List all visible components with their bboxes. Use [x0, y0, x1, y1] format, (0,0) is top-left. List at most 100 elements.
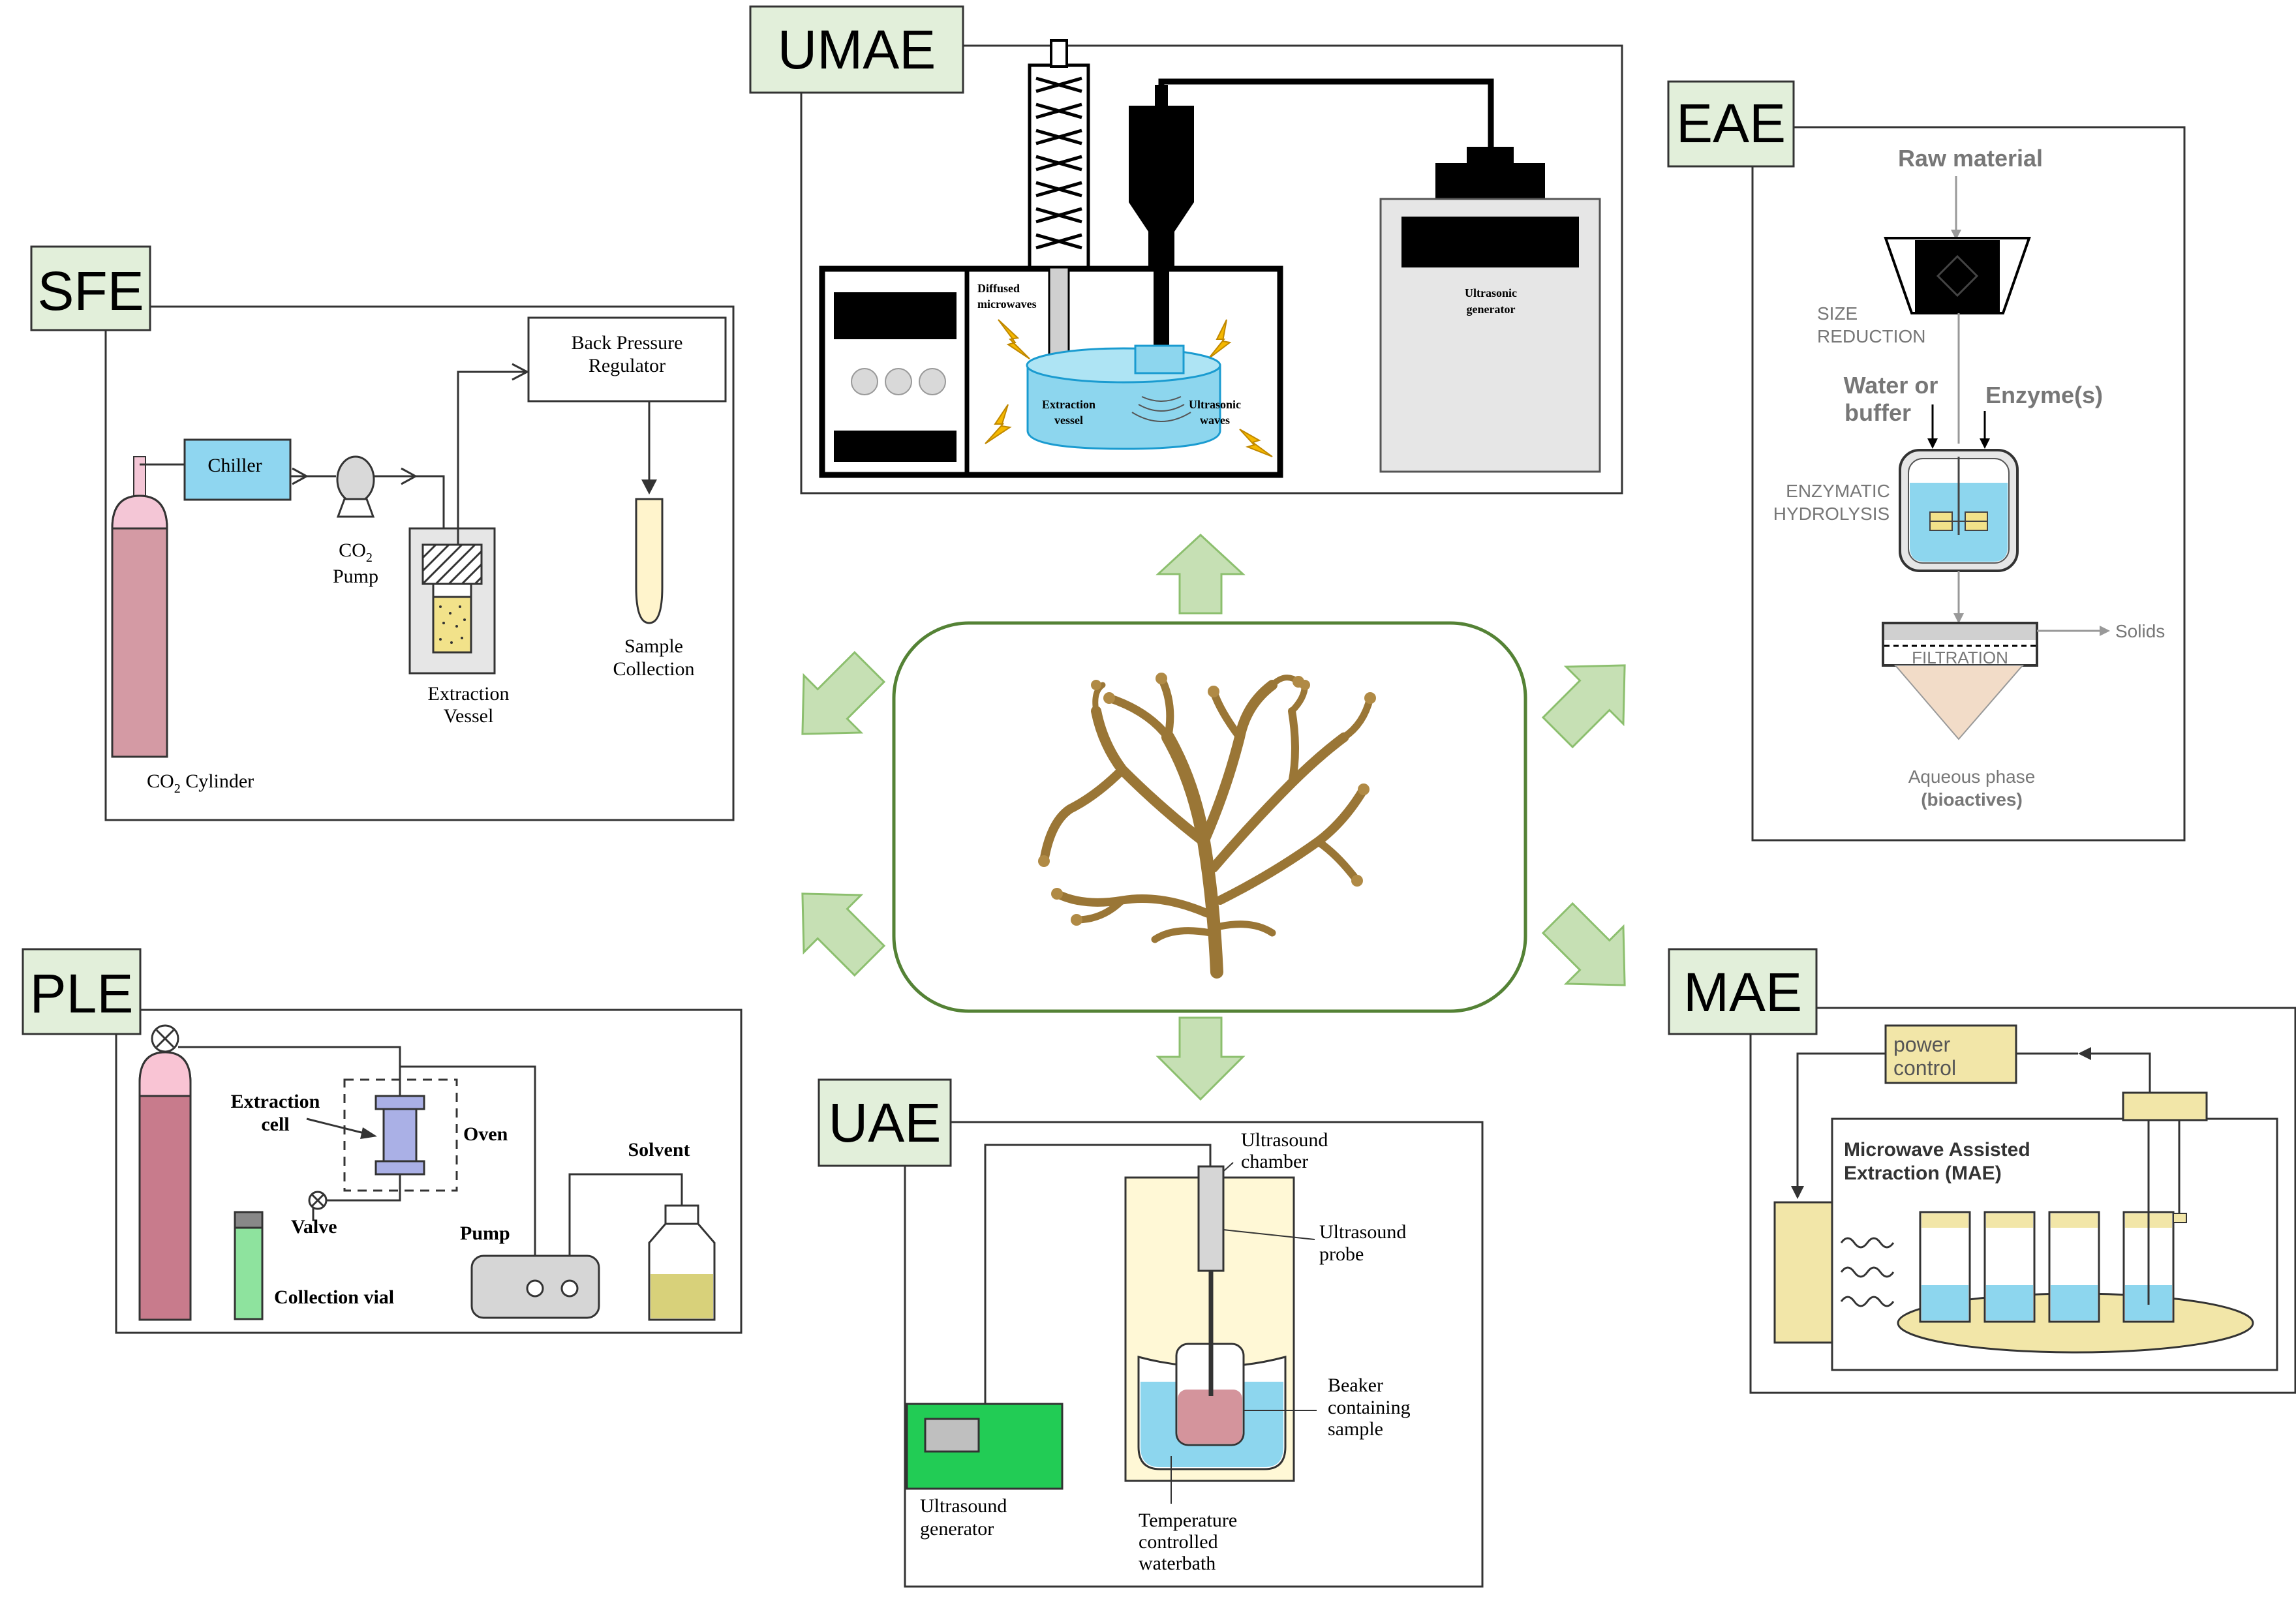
mae-title-label-2: Extraction (MAE) — [1844, 1163, 2002, 1184]
mae-magnetron — [1773, 1201, 1833, 1344]
sfe-co2-cylinder — [111, 494, 168, 758]
umae-waves-label: Ultrasonic — [1189, 398, 1241, 411]
uae-chamber-label-2: chamber — [1241, 1151, 1308, 1172]
eae-enzyme-label: Enzyme(s) — [1985, 382, 2103, 408]
eae-hydrolysis-label-2: HYDROLYSIS — [1773, 504, 1890, 524]
uae-bath-label: Temperature — [1139, 1510, 1237, 1531]
eae-raw-material-label: Raw material — [1898, 145, 2043, 172]
eae-size-label-2: REDUCTION — [1817, 326, 1925, 346]
seaweed-tips — [1038, 673, 1376, 926]
ple-oven — [343, 1078, 458, 1192]
arrow-up-umae — [1156, 533, 1246, 615]
sfe-bpr-label: Back Pressure — [572, 332, 683, 354]
eae-filtration-label: FILTRATION — [1912, 648, 2008, 667]
umae-bolt — [998, 319, 1030, 359]
mae-power-label-2: control — [1893, 1056, 1956, 1080]
sfe-collection-label-2: Collection — [613, 658, 695, 680]
eae-aqueous-label-2: (bioactives) — [1921, 789, 2023, 810]
eae-size-label: SIZE — [1817, 303, 1858, 324]
mae-power-label: power — [1893, 1033, 1951, 1056]
sfe-collection-label: Sample — [624, 635, 683, 657]
center-seaweed-panel — [892, 621, 1527, 1013]
mae-panel: MAE power control Microwave Assisted Ext… — [1668, 948, 2296, 1394]
sfe-vessel-label: Extraction — [428, 683, 510, 705]
umae-generator-label-2: generator — [1467, 303, 1516, 316]
uae-ultrasound-probe — [1197, 1165, 1225, 1272]
ple-collection-vial — [234, 1225, 264, 1320]
umae-control-knob — [851, 368, 878, 395]
sfe-pump-label-2: Pump — [333, 566, 378, 587]
eae-tag-box — [1667, 80, 1795, 168]
mae-power-control — [1884, 1024, 2017, 1084]
arrow-upright-eae — [1541, 664, 1626, 749]
umae-ultrasonic-horn — [1129, 85, 1194, 267]
eae-water-label-2: buffer — [1844, 399, 1911, 426]
uae-panel: UAE Ultrasound generator Ultrasound cham… — [818, 1078, 1484, 1588]
sfe-cylinder-valve — [133, 456, 146, 496]
umae-diffused-label-2: microwaves — [977, 297, 1037, 311]
uae-probe-label-2: probe — [1319, 1243, 1364, 1265]
umae-extraction-vessel — [1026, 364, 1221, 450]
mae-title-label: Microwave Assisted — [1844, 1139, 2030, 1161]
arrow-down-uae — [1156, 1016, 1246, 1101]
uae-tag-box — [818, 1078, 952, 1167]
uae-generator-label-2: generator — [920, 1518, 994, 1540]
ple-tag: PLE — [30, 963, 134, 1024]
umae-panel: UMAE — [749, 5, 1623, 494]
ple-cell-label-2: cell — [261, 1114, 289, 1135]
sfe-tag: SFE — [37, 260, 144, 322]
umae-vessel-label-2: vessel — [1054, 414, 1083, 427]
eae-aqueous-label: Aqueous phase — [1908, 767, 2036, 787]
sfe-panel: SFE CO2 Cylinder Chiller CO2 Pump — [30, 245, 735, 821]
umae-waves-label-2: waves — [1200, 414, 1230, 427]
mae-vessels — [1919, 1211, 2175, 1323]
eae-hydrolysis-label: ENZYMATIC — [1786, 481, 1890, 501]
ple-oven-label: Oven — [463, 1123, 508, 1145]
sfe-chiller — [183, 438, 292, 501]
arrows — [801, 533, 1626, 1101]
uae-chamber-label: Ultrasound — [1241, 1129, 1328, 1151]
sfe-pump-label: CO2 — [339, 540, 373, 565]
sfe-cylinder-label: CO2 Cylinder — [147, 770, 254, 796]
uae-probe-label: Ultrasound — [1319, 1221, 1406, 1243]
umae-condenser — [1028, 63, 1090, 269]
sfe-back-pressure-regulator — [527, 316, 727, 403]
sfe-vessel-label-2: Vessel — [444, 705, 494, 727]
arrow-upleft-sfe — [801, 650, 886, 735]
ple-solvent-label: Solvent — [628, 1139, 690, 1161]
mae-tag: MAE — [1683, 962, 1802, 1023]
eae-solids-label: Solids — [2115, 621, 2165, 641]
umae-generator-label: Ultrasonic — [1465, 286, 1517, 299]
mae-sensor-box — [2122, 1091, 2208, 1121]
sfe-co2-pump — [336, 455, 375, 504]
ple-vial-label: Collection vial — [274, 1286, 394, 1308]
uae-tag: UAE — [829, 1092, 941, 1153]
ple-panel: PLE Extraction cell Oven Valve Collectio… — [22, 948, 742, 1334]
mae-microwave-waves — [1840, 1237, 1895, 1307]
arrow-downright-mae — [1541, 902, 1626, 986]
eae-tag: EAE — [1676, 93, 1786, 154]
ple-pump-label: Pump — [460, 1223, 510, 1244]
ple-tag-box — [22, 948, 142, 1035]
sfe-bpr-label-2: Regulator — [589, 355, 666, 376]
sfe-sample-collection-tube — [635, 498, 664, 624]
uae-bath-label-3: waterbath — [1139, 1553, 1216, 1574]
arrow-downleft-ple — [801, 892, 886, 977]
uae-bath-label-2: controlled — [1139, 1531, 1218, 1553]
ple-frame — [115, 1009, 742, 1334]
uae-beaker-label-2: containing — [1328, 1397, 1411, 1418]
umae-diffused-label: Diffused — [977, 282, 1020, 295]
ple-valve-label: Valve — [291, 1216, 337, 1238]
uae-beaker-label-3: sample — [1328, 1418, 1383, 1440]
eae-panel: EAE Raw material SIZE REDUCTION Water or… — [1667, 80, 2186, 842]
umae-vessel-label: Extraction — [1042, 398, 1095, 411]
ple-extraction-cell — [382, 1101, 418, 1169]
ple-cell-label: Extraction — [231, 1091, 320, 1112]
sfe-tag-box — [30, 245, 151, 331]
uae-beaker-label: Beaker — [1328, 1375, 1383, 1396]
umae-tag-box — [749, 5, 964, 94]
uae-generator-label: Ultrasound — [920, 1495, 1007, 1517]
eae-water-label: Water or — [1844, 372, 1938, 399]
mae-tag-box — [1668, 948, 1818, 1035]
